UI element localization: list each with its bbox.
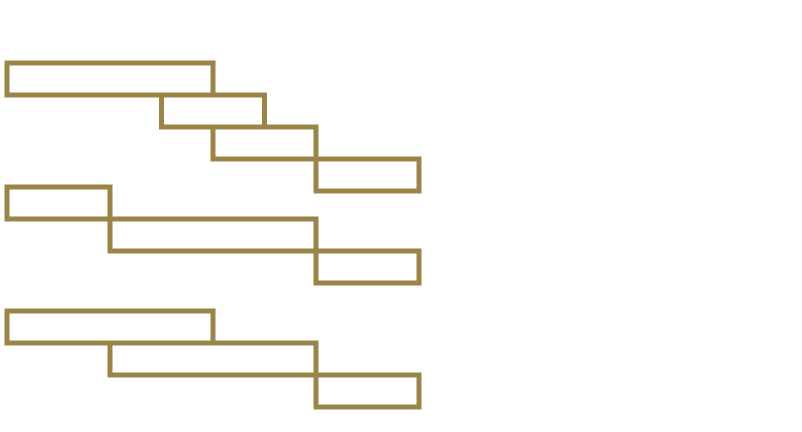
bar-2-1: [4, 184, 113, 222]
bar-1-3: [210, 124, 319, 162]
bar-3-3: [313, 372, 422, 410]
group-3: [4, 308, 422, 410]
bar-3-1: [4, 308, 216, 346]
group-1: [4, 60, 422, 194]
bar-2-3: [313, 248, 422, 286]
bars-layer: [4, 60, 422, 410]
group-2: [4, 184, 422, 286]
bar-1-2: [159, 92, 267, 130]
bar-1-1: [4, 60, 216, 98]
bar-3-2: [107, 340, 319, 378]
bar-1-4: [313, 156, 422, 194]
bar-2-2: [107, 216, 319, 254]
